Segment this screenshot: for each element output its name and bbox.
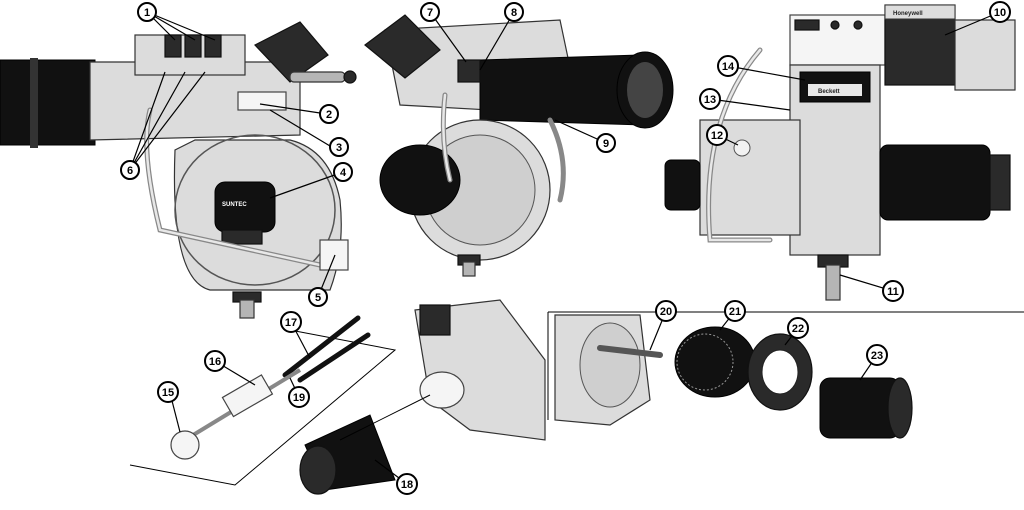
callout-12: 12	[706, 124, 728, 146]
right-fuel-pump	[664, 159, 701, 211]
left-pump-brand: SUNTEC	[222, 202, 247, 208]
left-blower-rim	[174, 134, 336, 286]
right-observation-port	[733, 139, 751, 157]
callout-4: 4	[333, 162, 353, 182]
svg-text:9: 9	[603, 138, 609, 150]
svg-text:14: 14	[722, 61, 735, 73]
callout-22: 22	[787, 317, 809, 339]
svg-text:7: 7	[427, 7, 433, 19]
callout-7: 7	[420, 2, 440, 22]
callout-14: 14	[717, 55, 739, 77]
callout-16: 16	[204, 350, 226, 372]
left-solenoid-b	[184, 34, 202, 58]
callout-9: 9	[596, 133, 616, 153]
svg-text:6: 6	[127, 165, 133, 177]
middle-burner-view	[364, 14, 674, 277]
electrode-b	[297, 332, 371, 383]
callout-21: 21	[724, 300, 746, 322]
left-base-stem	[239, 299, 255, 319]
honeywell-brand: Honeywell	[893, 11, 923, 17]
motor-shaft	[597, 345, 663, 358]
svg-text:18: 18	[401, 479, 413, 491]
svg-text:21: 21	[729, 306, 741, 318]
right-motor	[879, 144, 991, 221]
svg-text:23: 23	[871, 350, 883, 362]
middle-inlet-cone	[379, 144, 461, 216]
left-solenoid-c	[204, 34, 222, 58]
callout-20: 20	[655, 300, 677, 322]
left-igniter-hood	[254, 21, 329, 83]
callout-8: 8	[504, 2, 524, 22]
left-burner-view: SUNTEC	[0, 21, 357, 319]
retention-head	[170, 430, 200, 460]
electrode-a	[282, 315, 361, 378]
left-solenoid-a	[164, 34, 182, 58]
callout-11: 11	[882, 280, 904, 302]
callout-19: 19	[288, 386, 310, 408]
middle-electrode-holder	[457, 59, 481, 83]
assembly-direction-line	[339, 394, 431, 441]
left-air-tube-band	[30, 58, 38, 148]
callout-23: 23	[866, 344, 888, 366]
svg-text:2: 2	[326, 109, 332, 121]
svg-text:8: 8	[511, 7, 517, 19]
svg-text:20: 20	[660, 306, 672, 318]
callout-5: 5	[308, 287, 328, 307]
callout-3: 3	[329, 137, 349, 157]
callout-10: 10	[989, 1, 1011, 23]
svg-text:11: 11	[887, 286, 899, 298]
svg-text:1: 1	[144, 7, 150, 19]
svg-text:16: 16	[209, 356, 221, 368]
blower-assembly-exploded	[547, 311, 1024, 439]
callout-18: 18	[396, 473, 418, 495]
callout-6: 6	[120, 160, 140, 180]
middle-transformer	[364, 14, 441, 79]
callout-1: 1	[137, 2, 157, 22]
left-housing-neck	[89, 61, 301, 141]
svg-text:12: 12	[711, 130, 723, 142]
right-side-panel	[954, 19, 1016, 91]
callout-2: 2	[319, 104, 339, 124]
left-junction-box	[319, 239, 349, 271]
callout-17: 17	[280, 311, 302, 333]
svg-text:22: 22	[792, 323, 804, 335]
svg-text:19: 19	[293, 392, 305, 404]
svg-text:10: 10	[994, 7, 1006, 19]
left-pump-base	[221, 229, 263, 245]
left-air-tube	[0, 59, 96, 146]
svg-text:17: 17	[285, 317, 297, 329]
svg-text:13: 13	[704, 94, 716, 106]
electrode-clamp	[221, 374, 274, 418]
svg-text:4: 4	[340, 167, 347, 179]
left-rod-end	[343, 70, 357, 84]
callout-15: 15	[157, 381, 179, 403]
nozzle-assembly-exploded	[129, 299, 546, 495]
svg-text:3: 3	[336, 142, 342, 154]
svg-text:15: 15	[162, 387, 174, 399]
blower-wheel	[674, 326, 756, 398]
right-burner-view: Honeywell Beckett	[664, 4, 1016, 301]
left-rod	[289, 71, 346, 83]
beckett-brand: Beckett	[818, 89, 840, 95]
svg-text:5: 5	[315, 292, 321, 304]
assembly-outline	[129, 329, 397, 486]
callout-13: 13	[699, 88, 721, 110]
